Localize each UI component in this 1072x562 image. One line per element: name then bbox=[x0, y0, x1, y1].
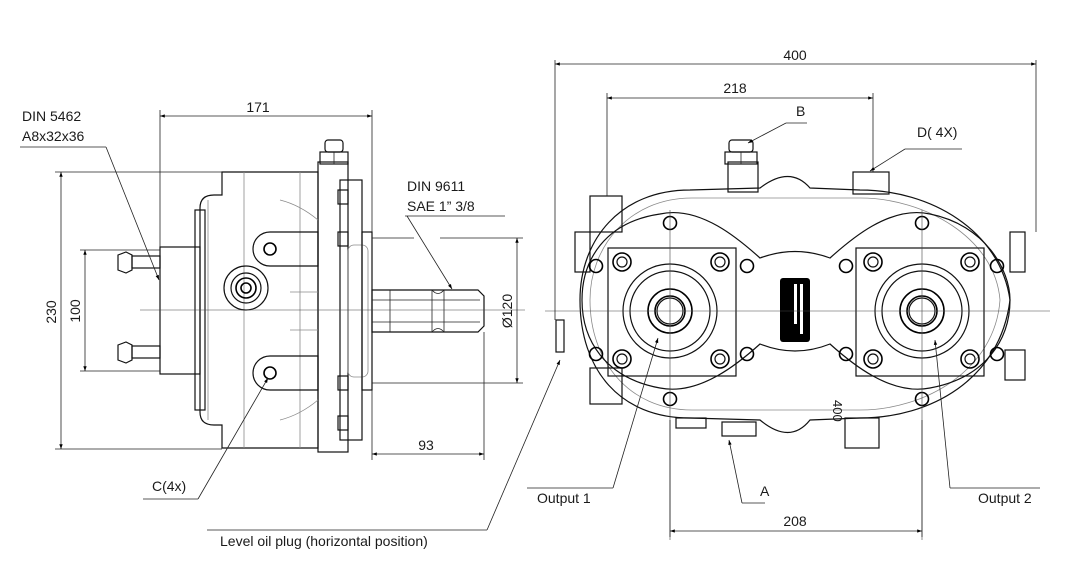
callout-b-label: B bbox=[796, 103, 805, 119]
input-studs bbox=[117, 251, 161, 364]
dim-400: 400 bbox=[554, 47, 1037, 320]
dim-208: 208 bbox=[669, 420, 923, 537]
output-spline-label-line1: DIN 9611 bbox=[407, 178, 465, 194]
side-housing bbox=[159, 139, 373, 453]
output-2-label: Output 2 bbox=[978, 490, 1032, 506]
side-view: 171 230 100 Ø120 93 bbox=[20, 99, 561, 549]
dim-120: Ø120 bbox=[372, 237, 523, 384]
callout-d: D( 4X) bbox=[869, 124, 962, 172]
callout-output-1: Output 1 bbox=[527, 337, 659, 506]
callout-a-label: A bbox=[760, 483, 770, 499]
callout-d-label: D( 4X) bbox=[917, 124, 957, 140]
input-spline-label-line2: A8x32x36 bbox=[22, 128, 84, 144]
dim-171: 171 bbox=[159, 99, 373, 247]
dim-218: 218 bbox=[606, 80, 874, 196]
callout-a: A bbox=[728, 439, 770, 504]
dim-230: 230 bbox=[43, 171, 222, 450]
nameplate bbox=[780, 278, 810, 342]
callout-c-label: C(4x) bbox=[152, 478, 186, 494]
callout-input-spline: DIN 5462 A8x32x36 bbox=[20, 108, 160, 281]
dim-label-shaft-length: 93 bbox=[418, 437, 434, 453]
input-spline-label-line1: DIN 5462 bbox=[22, 108, 81, 124]
dim-label-input-offset: 218 bbox=[723, 80, 747, 96]
dim-93: 93 bbox=[371, 332, 485, 460]
dim-label-overall-width: 400 bbox=[783, 47, 807, 63]
casting-mark: 400 bbox=[830, 400, 845, 422]
output-shaft bbox=[371, 289, 485, 333]
callout-c: C(4x) bbox=[143, 377, 269, 500]
front-view: 400 400 218 208 B bbox=[527, 47, 1050, 540]
dim-label-shaft-diameter: Ø120 bbox=[499, 294, 515, 328]
output-spline-label-line2: SAE 1” 3/8 bbox=[407, 198, 475, 214]
level-oil-plug-label: Level oil plug (horizontal position) bbox=[220, 533, 428, 549]
callout-level-oil-plug: Level oil plug (horizontal position) bbox=[207, 359, 561, 549]
dim-label-overall-height: 230 bbox=[43, 300, 59, 324]
callout-output-spline: DIN 9611 SAE 1” 3/8 bbox=[405, 178, 505, 290]
output-1-label: Output 1 bbox=[537, 490, 591, 506]
dim-label-overall-length: 171 bbox=[246, 99, 270, 115]
callout-output-2: Output 2 bbox=[933, 339, 1040, 506]
front-housing bbox=[555, 139, 1026, 449]
output-1-flange bbox=[588, 210, 755, 540]
dim-label-output-spacing: 208 bbox=[783, 513, 807, 529]
dim-label-bolt-spacing: 100 bbox=[67, 299, 83, 323]
callout-b: B bbox=[747, 103, 807, 144]
